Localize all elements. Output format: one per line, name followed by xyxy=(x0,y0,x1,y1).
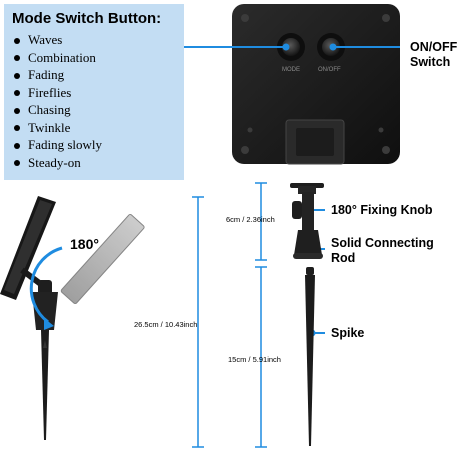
mode-button-caption: MODE xyxy=(282,67,300,73)
assembled-light xyxy=(0,196,145,440)
mode-list-title: Mode Switch Button: xyxy=(12,10,162,27)
mode-item: Fireflies xyxy=(12,84,178,102)
bullet-icon xyxy=(14,55,20,62)
mode-button xyxy=(277,33,305,61)
mode-item: Twinkle xyxy=(12,119,178,137)
bullet-icon xyxy=(14,90,20,97)
head-height-label: 6cm / 2.36inch xyxy=(226,215,275,224)
solar-panel-back xyxy=(232,4,400,165)
rotation-angle-label: 180° xyxy=(70,236,99,252)
spike-length-label: 15cm / 5.91inch xyxy=(228,355,281,364)
bullet-icon xyxy=(14,37,20,44)
bullet-icon xyxy=(14,72,20,79)
bullet-icon xyxy=(14,160,20,167)
stake-parts xyxy=(290,183,324,446)
onoff-switch-label: ON/OFF Switch xyxy=(410,40,458,69)
bullet-icon xyxy=(14,125,20,132)
mode-item: Waves xyxy=(12,31,178,49)
bullet-icon xyxy=(14,142,20,149)
mode-list: Waves Combination Fading Fireflies Chasi… xyxy=(12,31,178,171)
mode-item: Fading slowly xyxy=(12,136,178,154)
mode-list-box: Mode Switch Button: Waves Combination Fa… xyxy=(4,4,184,180)
mode-item: Chasing xyxy=(12,101,178,119)
connecting-rod-label: Solid Connecting Rod xyxy=(331,236,434,265)
onoff-button-caption: ON/OFF xyxy=(318,67,341,73)
total-height-label: 26.5cm / 10.43inch xyxy=(134,320,198,329)
mode-item: Combination xyxy=(12,49,178,67)
mode-item: Steady-on xyxy=(12,154,178,172)
dimension-lines xyxy=(192,182,267,448)
spike-label: Spike xyxy=(331,326,365,340)
mode-item: Fading xyxy=(12,66,178,84)
bullet-icon xyxy=(14,107,20,114)
fixing-knob-label: 180° Fixing Knob xyxy=(331,203,433,217)
